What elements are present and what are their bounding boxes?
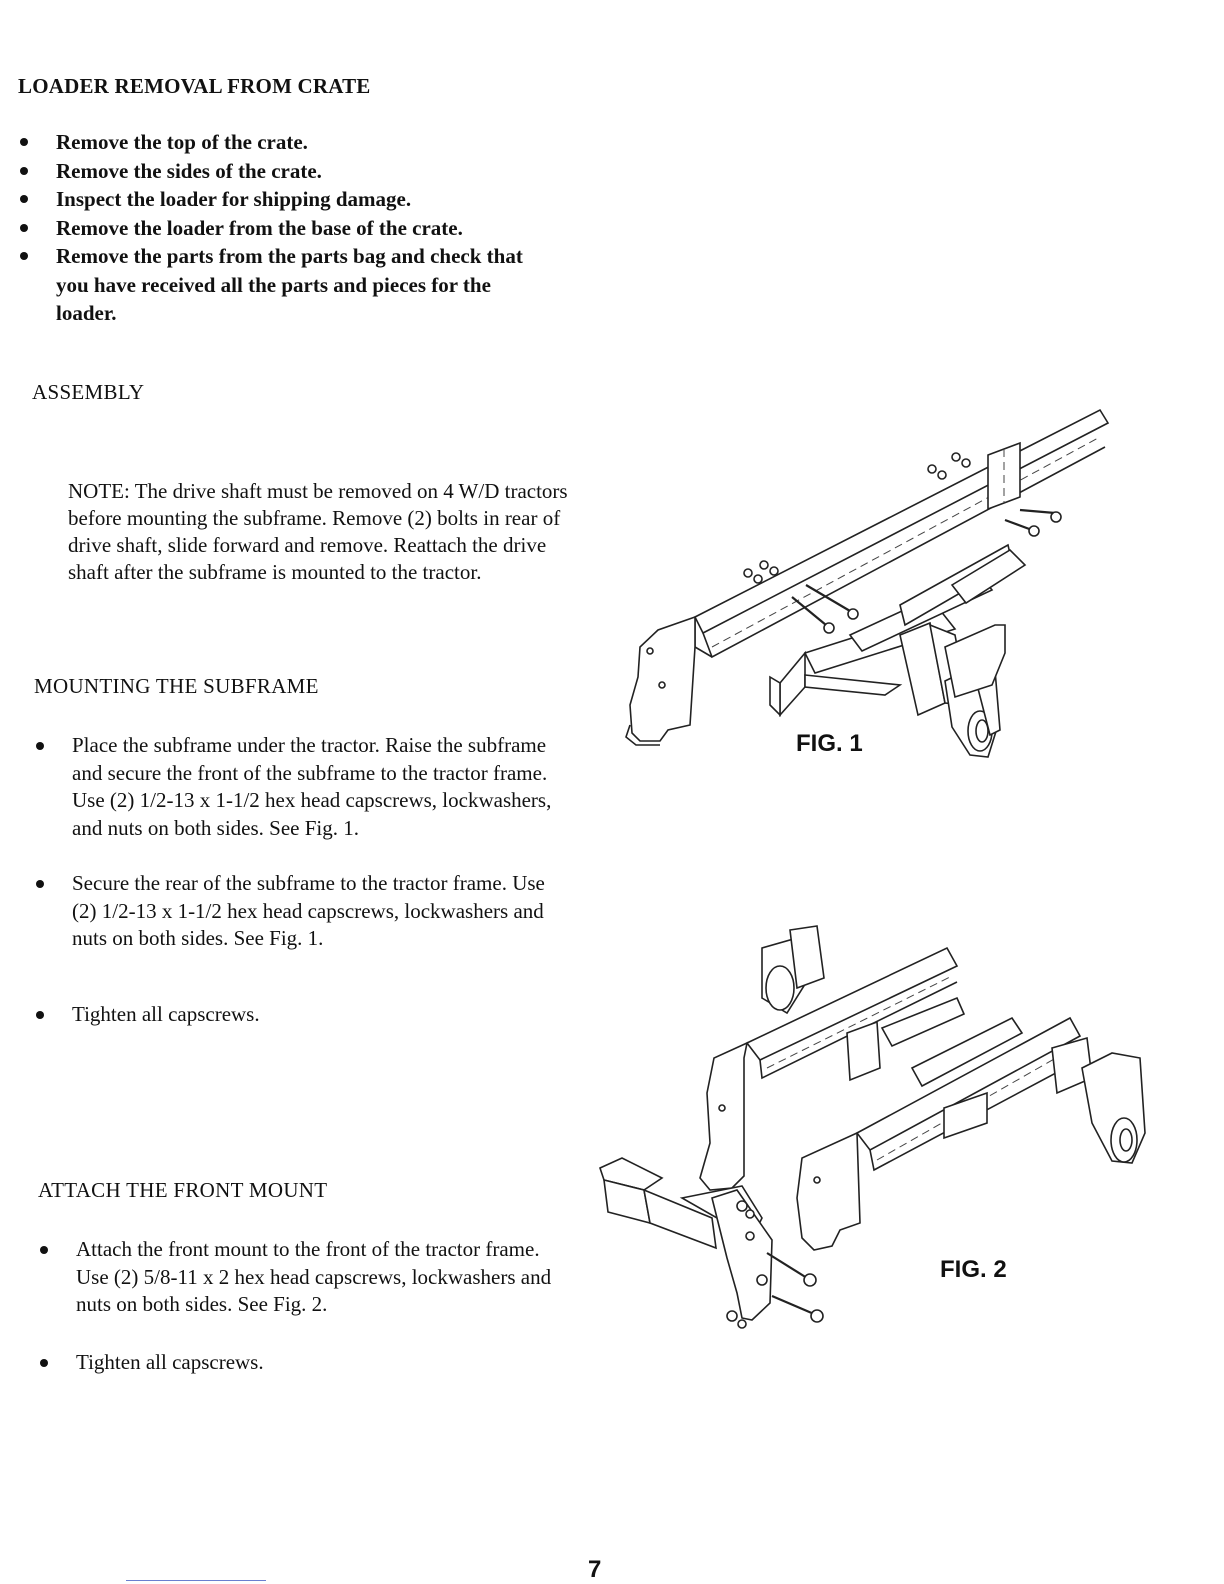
bolt-icon — [791, 584, 859, 634]
page-number: 7 — [588, 1556, 602, 1583]
list-item: Remove the sides of the crate. — [18, 157, 558, 186]
bolt-icon — [1004, 508, 1062, 537]
figure-2-label: FIG. 2 — [940, 1256, 1007, 1283]
list-item: Attach the front mount to the front of t… — [38, 1236, 566, 1319]
subframe-steps-list: Place the subframe under the tractor. Ra… — [34, 732, 574, 1028]
section-heading-front-mount: ATTACH THE FRONT MOUNT — [38, 1178, 328, 1202]
removal-steps-list: Remove the top of the crate. Remove the … — [18, 128, 558, 328]
list-item: Tighten all capscrews. — [38, 1349, 578, 1377]
list-item: Inspect the loader for shipping damage. — [18, 185, 558, 214]
figure-2-front-mount-illustration — [599, 925, 1146, 1329]
nut-icon — [743, 452, 971, 584]
section-heading-removal: LOADER REMOVAL FROM CRATE — [18, 74, 371, 98]
list-item: Tighten all capscrews. — [34, 1001, 574, 1029]
nut-icon — [726, 1200, 755, 1329]
figure-1-label: FIG. 1 — [796, 730, 863, 757]
assembly-note: NOTE: The drive shaft must be removed on… — [68, 479, 568, 584]
list-item: Remove the loader from the base of the c… — [18, 214, 558, 243]
bullet-icon — [36, 880, 44, 888]
section-heading-subframe: MOUNTING THE SUBFRAME — [34, 674, 319, 698]
section-heading-assembly: ASSEMBLY — [32, 380, 145, 404]
bullet-icon — [20, 166, 28, 175]
front-mount-steps-list: Attach the front mount to the front of t… — [38, 1236, 578, 1376]
list-item: Remove the parts from the parts bag and … — [18, 242, 526, 328]
bullet-icon — [20, 138, 28, 146]
bullet-icon — [20, 252, 28, 260]
footer-rule — [126, 1580, 266, 1581]
bullet-icon — [20, 223, 28, 232]
bullet-icon — [20, 195, 28, 203]
bullet-icon — [36, 1010, 44, 1019]
bullet-icon — [40, 1246, 48, 1254]
bolt-icon — [766, 1252, 824, 1323]
list-item: Place the subframe under the tractor. Ra… — [34, 732, 572, 842]
list-item: Remove the top of the crate. — [18, 128, 558, 157]
bullet-icon — [36, 742, 44, 750]
bullet-icon — [40, 1358, 48, 1367]
figure-1-subframe-illustration — [625, 408, 1110, 758]
list-item: Secure the rear of the subframe to the t… — [34, 870, 572, 953]
